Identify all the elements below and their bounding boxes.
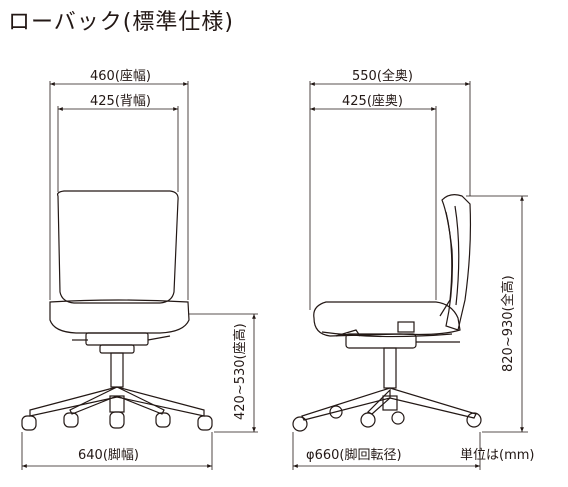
front-backrest [57, 190, 179, 304]
side-caster [466, 412, 482, 428]
front-base [29, 386, 205, 417]
dim-base-width-label: 640(脚幅) [78, 448, 139, 463]
side-base [301, 387, 477, 421]
side-caster [329, 405, 343, 419]
front-gas-column [110, 352, 124, 388]
side-caster [360, 412, 376, 428]
dim-base-diameter-label: φ660(脚回転径) [306, 448, 402, 463]
side-caster [292, 416, 308, 432]
front-caster [109, 411, 125, 429]
front-caster [63, 412, 79, 428]
front-caster [155, 412, 171, 428]
dim-overall-depth-label: 550(全奥) [352, 69, 413, 84]
side-view-chair [292, 194, 482, 432]
dim-overall-height-label: 820~930(全高) [501, 275, 516, 372]
front-view-chair [21, 190, 213, 431]
side-seat [313, 301, 461, 337]
page-title: ローバック(標準仕様) [8, 10, 234, 35]
dim-seat-height-label: 420~530(座高) [233, 323, 248, 420]
front-seat [49, 299, 190, 334]
front-caster [21, 415, 37, 431]
dim-seat-depth-label: 425(座奥) [342, 94, 403, 109]
front-mechanism [85, 332, 149, 346]
side-caster [391, 411, 405, 425]
dim-back-width-label: 425(背幅) [90, 94, 151, 109]
unit-note: 単位は(mm) [460, 448, 535, 463]
dim-seat-width-label: 460(座幅) [90, 69, 151, 84]
side-gas-column [383, 347, 397, 389]
front-caster [197, 415, 213, 431]
side-mechanism [345, 333, 417, 349]
